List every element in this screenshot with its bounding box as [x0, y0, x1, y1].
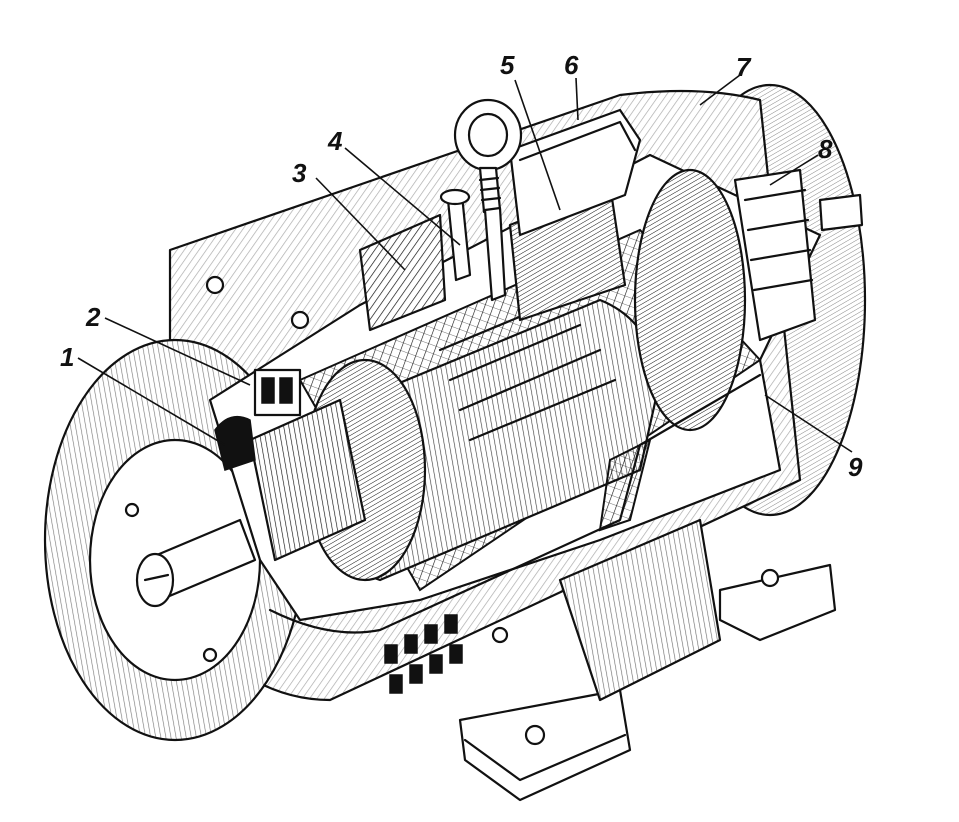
leader-8: [769, 154, 819, 186]
leader-lines: [77, 74, 853, 453]
callout-6: 6: [564, 50, 579, 80]
vent-slot: [384, 644, 398, 664]
vent-bolt-icon: [491, 626, 509, 644]
ventilation-slots: [384, 614, 509, 694]
vent-slot: [449, 644, 463, 664]
vent-slot: [444, 614, 458, 634]
leader-4: [344, 147, 461, 246]
callout-7: 7: [736, 52, 752, 82]
leader-7: [699, 74, 741, 106]
vent-slot: [429, 654, 443, 674]
callout-9: 9: [848, 452, 863, 482]
frame-bolt-icon: [205, 275, 225, 295]
leader-2: [104, 317, 251, 386]
lifting-eye-bolt: [453, 98, 523, 302]
rear-shaft-end: [818, 193, 864, 232]
callout-3: 3: [292, 158, 307, 188]
lower-cut-edge: [268, 373, 762, 634]
front-foot: [458, 688, 632, 802]
front-bearing: [214, 415, 256, 471]
rear-foot-bolt-hole: [760, 568, 780, 588]
leader-6: [575, 77, 579, 121]
cutaway-interior: [208, 153, 822, 622]
leader-3: [315, 177, 406, 271]
main-pole-assembly: [358, 108, 642, 332]
frame-section: [598, 438, 652, 532]
rear-foot: [718, 563, 837, 642]
front-foot-bolt-hole: [524, 724, 546, 746]
vent-slot: [409, 664, 423, 684]
callout-1: 1: [60, 342, 74, 372]
callout-5: 5: [500, 50, 515, 80]
callout-8: 8: [818, 134, 833, 164]
vent-slot: [424, 624, 438, 644]
vent-slot: [389, 674, 403, 694]
leader-1: [77, 357, 226, 446]
mounting-feet: [458, 518, 837, 802]
callout-4: 4: [327, 126, 343, 156]
frame-bolt-icon: [290, 310, 310, 330]
callout-2: 2: [85, 302, 101, 332]
cap-bolt-icon: [202, 647, 218, 663]
vent-slot: [404, 634, 418, 654]
callout-labels: 1 2 3 4 5 6 7 8 9: [60, 50, 863, 482]
leader-9: [764, 394, 853, 453]
frame-block: [508, 108, 642, 237]
leader-5: [514, 79, 561, 211]
cap-bolt-icon: [124, 502, 140, 518]
